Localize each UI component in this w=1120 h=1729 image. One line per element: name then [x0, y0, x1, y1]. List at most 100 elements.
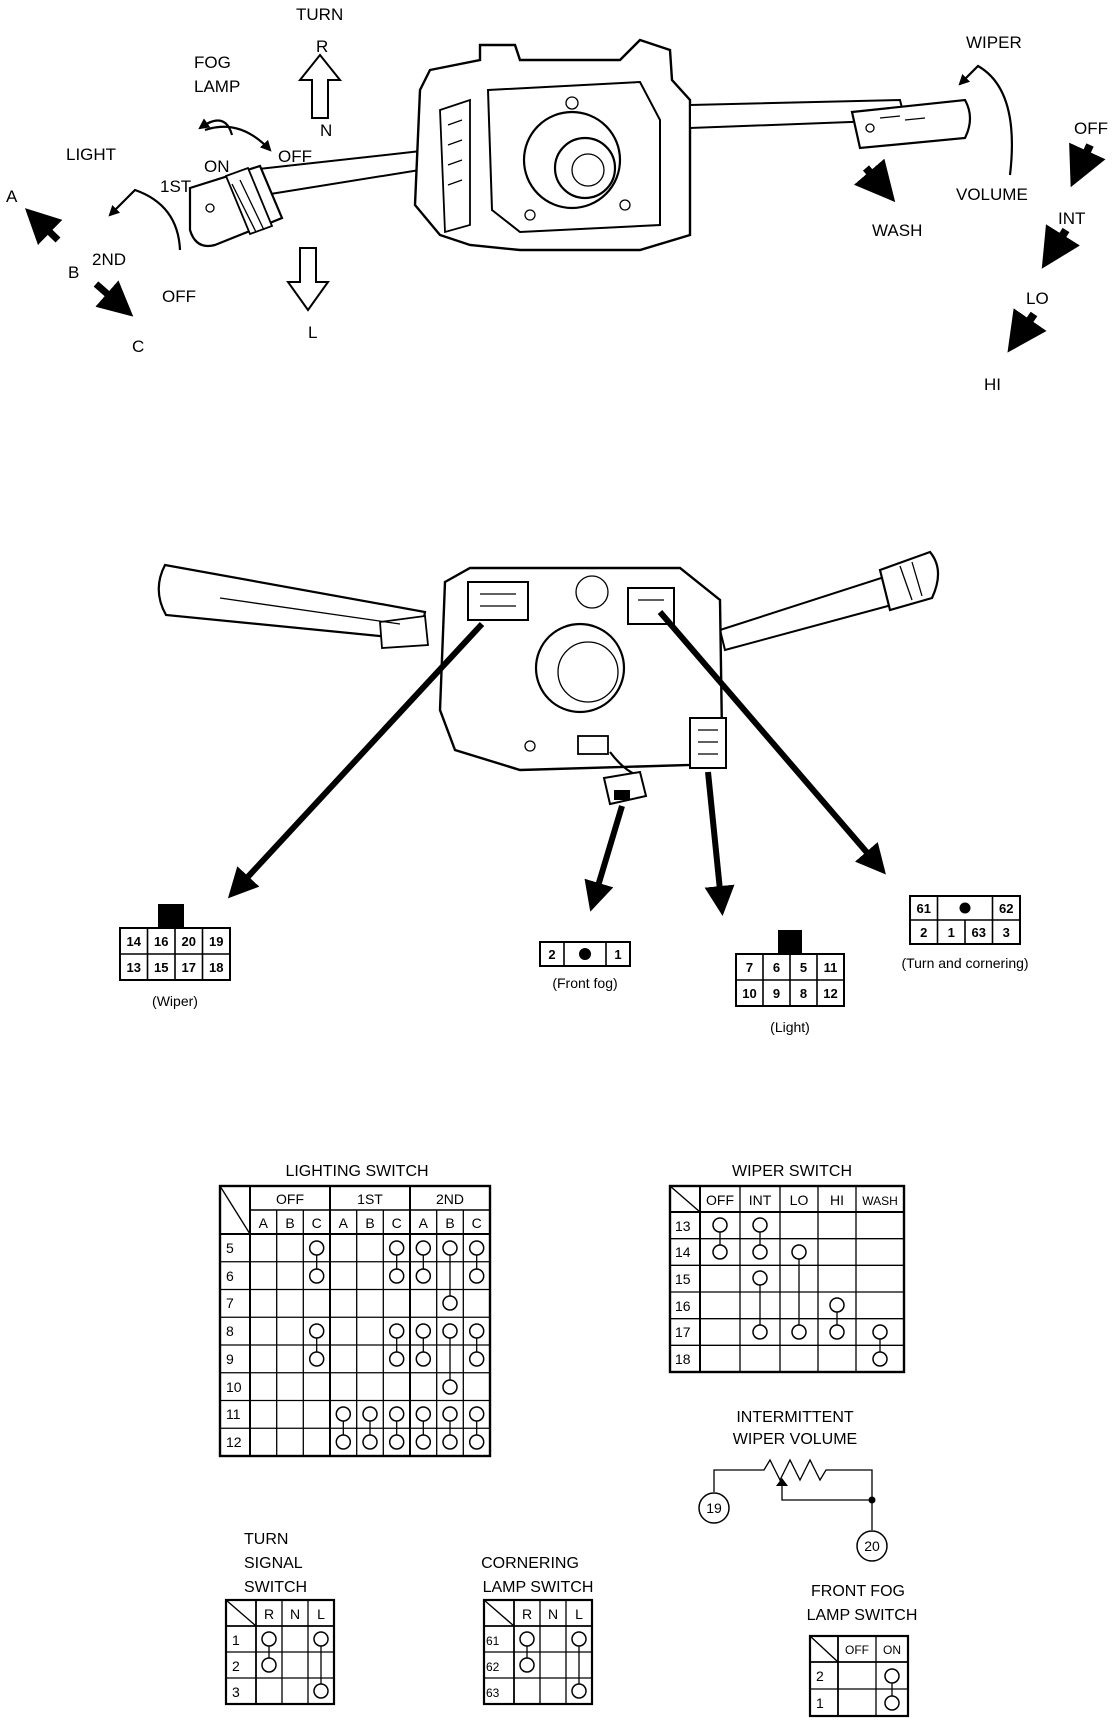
column-header: B — [445, 1215, 454, 1231]
column-header: WASH — [862, 1194, 898, 1208]
pin: 62 — [999, 901, 1013, 916]
column-group-header: OFF — [276, 1191, 304, 1207]
connector-caption: (Turn and cornering) — [901, 955, 1028, 971]
row-header: 2 — [816, 1668, 824, 1684]
diagram-title: INTERMITTENT — [736, 1409, 854, 1426]
row-header: 2 — [232, 1658, 240, 1674]
row-header: 8 — [226, 1323, 234, 1339]
column-header: L — [317, 1606, 325, 1622]
row-header: 63 — [486, 1686, 500, 1700]
row-header: 6 — [226, 1268, 234, 1284]
table-title: LIGHTING SWITCH — [285, 1163, 428, 1180]
row-header: 3 — [232, 1684, 240, 1700]
label-lamp: LAMP — [194, 77, 240, 96]
label-lo: LO — [1026, 289, 1049, 308]
column-header: C — [312, 1215, 322, 1231]
pin: 10 — [742, 986, 756, 1001]
front-fog-lamp-switch-table: FRONT FOG LAMP SWITCH OFF ON 2 1 — [807, 1583, 918, 1718]
row-header: 5 — [226, 1240, 234, 1256]
pin: 3 — [1003, 925, 1010, 940]
column-group-header: 1ST — [357, 1191, 383, 1207]
intermittent-wiper-volume: INTERMITTENT WIPER VOLUME 19 20 — [698, 1409, 888, 1562]
row-header: 1 — [816, 1695, 824, 1711]
pin: 19 — [209, 934, 223, 949]
connector-turn-cornering: 61 62 2 1 63 3 (Turn and cornering) — [901, 895, 1029, 971]
label-fog-off: OFF — [278, 147, 312, 166]
pin: 17 — [182, 960, 196, 975]
pin: 12 — [823, 986, 837, 1001]
wiper-switch-table: WIPER SWITCH OFF INT LO HI WASH 13 14 15… — [668, 1163, 906, 1374]
column-header: L — [575, 1606, 583, 1622]
row-header: 10 — [226, 1379, 242, 1395]
pin: 2 — [920, 925, 927, 940]
row-header: 15 — [675, 1271, 691, 1287]
label-2nd: 2ND — [92, 250, 126, 269]
connector-caption: (Wiper) — [152, 993, 198, 1009]
table-title: CORNERING — [481, 1555, 579, 1572]
cornering-lamp-switch-table: CORNERING LAMP SWITCH R N L 61 62 63 — [481, 1555, 594, 1706]
row-header: 12 — [226, 1434, 242, 1450]
row-header: 13 — [675, 1218, 691, 1234]
pin: 20 — [182, 934, 196, 949]
pin: 63 — [972, 925, 986, 940]
label-l: L — [308, 323, 317, 342]
connector-caption: (Front fog) — [552, 975, 617, 991]
label-a: A — [6, 187, 18, 206]
label-wiper: WIPER — [966, 33, 1022, 52]
turn-signal-switch-table: TURN SIGNAL SWITCH R N L 1 2 3 — [224, 1531, 336, 1706]
table-title: SIGNAL — [244, 1555, 303, 1572]
column-header: C — [392, 1215, 402, 1231]
row-header: 1 — [232, 1632, 240, 1648]
row-header: 9 — [226, 1351, 234, 1367]
column-group-header: 2ND — [436, 1191, 464, 1207]
pin: 2 — [548, 947, 555, 962]
row-header: 7 — [226, 1295, 234, 1311]
label-c: C — [132, 337, 144, 356]
column-header: A — [259, 1215, 269, 1231]
pin: 8 — [800, 986, 807, 1001]
label-int: INT — [1058, 209, 1085, 228]
label-fog-on: ON — [204, 157, 230, 176]
column-header: N — [290, 1606, 300, 1622]
lighting-switch-table: LIGHTING SWITCH OFF 1ST 2ND A B C A B C … — [218, 1163, 492, 1458]
label-n: N — [320, 121, 332, 140]
table-title: SWITCH — [244, 1579, 307, 1596]
pin: 1 — [614, 947, 621, 962]
row-header: 11 — [226, 1406, 241, 1422]
pin: 6 — [773, 960, 780, 975]
table-title: LAMP SWITCH — [483, 1579, 594, 1596]
column-header: LO — [790, 1192, 809, 1208]
table-title: LAMP SWITCH — [807, 1607, 918, 1624]
connector-caption: (Light) — [770, 1019, 810, 1035]
label-fog: FOG — [194, 53, 231, 72]
column-header: B — [285, 1215, 294, 1231]
label-light: LIGHT — [66, 145, 116, 164]
pin: 18 — [209, 960, 223, 975]
pin: 1 — [948, 925, 955, 940]
label-light-off: OFF — [162, 287, 196, 306]
combination-switch-rear-view — [157, 550, 940, 916]
pin: 61 — [917, 901, 931, 916]
combination-switch-front-view: LIGHT 1ST 2ND OFF A B C FOG LAMP ON OFF … — [6, 5, 1108, 394]
table-title: WIPER SWITCH — [732, 1163, 852, 1180]
pin: 7 — [746, 960, 753, 975]
connector-wiper: 14 16 20 19 13 15 17 18 (Wiper) — [119, 904, 231, 1009]
pin: 14 — [127, 934, 142, 949]
column-header: OFF — [706, 1192, 734, 1208]
pin: 15 — [154, 960, 168, 975]
connector-light: 7 6 5 11 10 9 8 12 (Light) — [735, 930, 845, 1035]
label-wash: WASH — [872, 221, 922, 240]
column-header: R — [264, 1606, 274, 1622]
pin: 16 — [154, 934, 168, 949]
connector-front-fog: 2 1 (Front fog) — [539, 941, 631, 991]
column-header: C — [472, 1215, 482, 1231]
pin: 11 — [824, 960, 838, 975]
column-header: N — [548, 1606, 558, 1622]
column-header: HI — [830, 1192, 844, 1208]
column-header: ON — [883, 1643, 901, 1657]
row-header: 62 — [486, 1660, 500, 1674]
table-title: TURN — [244, 1531, 288, 1548]
row-header: 16 — [675, 1298, 691, 1314]
